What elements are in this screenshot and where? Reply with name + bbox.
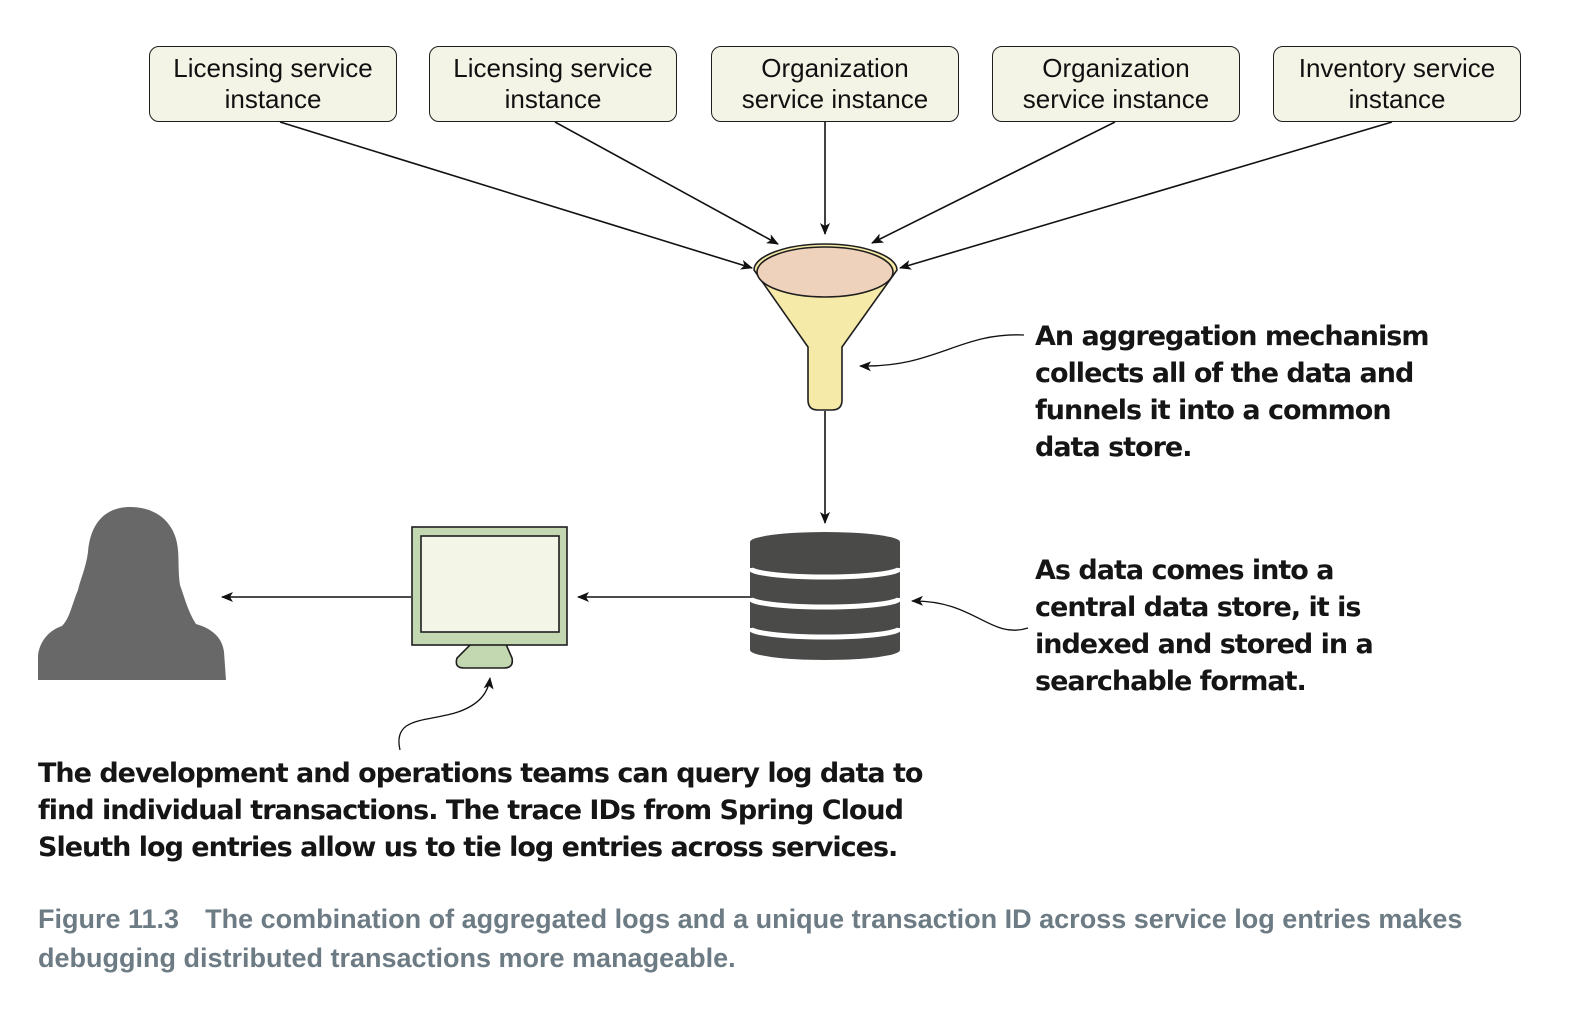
pointer-to-database [911,595,1029,631]
service-box-organization-2: Organization service instance [992,46,1240,122]
service-box-inventory: Inventory service instance [1273,46,1521,122]
pointer-to-monitor [398,677,494,751]
service-label: Organization service instance [741,53,929,114]
callout-datastore: As data comes into a central data store,… [1035,555,1374,697]
arrow-inventory-to-funnel [899,121,1393,270]
figure-number: Figure 11.3 [38,904,180,934]
pointer-to-funnel [859,334,1025,372]
person-silhouette-icon [38,507,226,680]
arrow-licensing-1-to-funnel [279,121,753,270]
arrow-licensing-2-to-funnel [554,121,779,245]
service-label: Licensing service instance [453,53,653,114]
arrow-organization-2-to-funnel [871,121,1116,244]
callout-teams: The development and operations teams can… [38,758,923,863]
caption-text: The combination of aggregated logs and a… [38,904,1463,973]
service-label: Inventory service instance [1298,53,1496,114]
database-icon [747,532,903,660]
service-label: Licensing service instance [173,53,373,114]
service-box-licensing-1: Licensing service instance [149,46,397,122]
callout-aggregation: An aggregation mechanism collects all of… [1035,321,1429,463]
service-label: Organization service instance [1022,53,1210,114]
monitor-icon [411,526,568,669]
funnel-icon [753,243,898,411]
service-box-organization-1: Organization service instance [711,46,959,122]
service-box-licensing-2: Licensing service instance [429,46,677,122]
